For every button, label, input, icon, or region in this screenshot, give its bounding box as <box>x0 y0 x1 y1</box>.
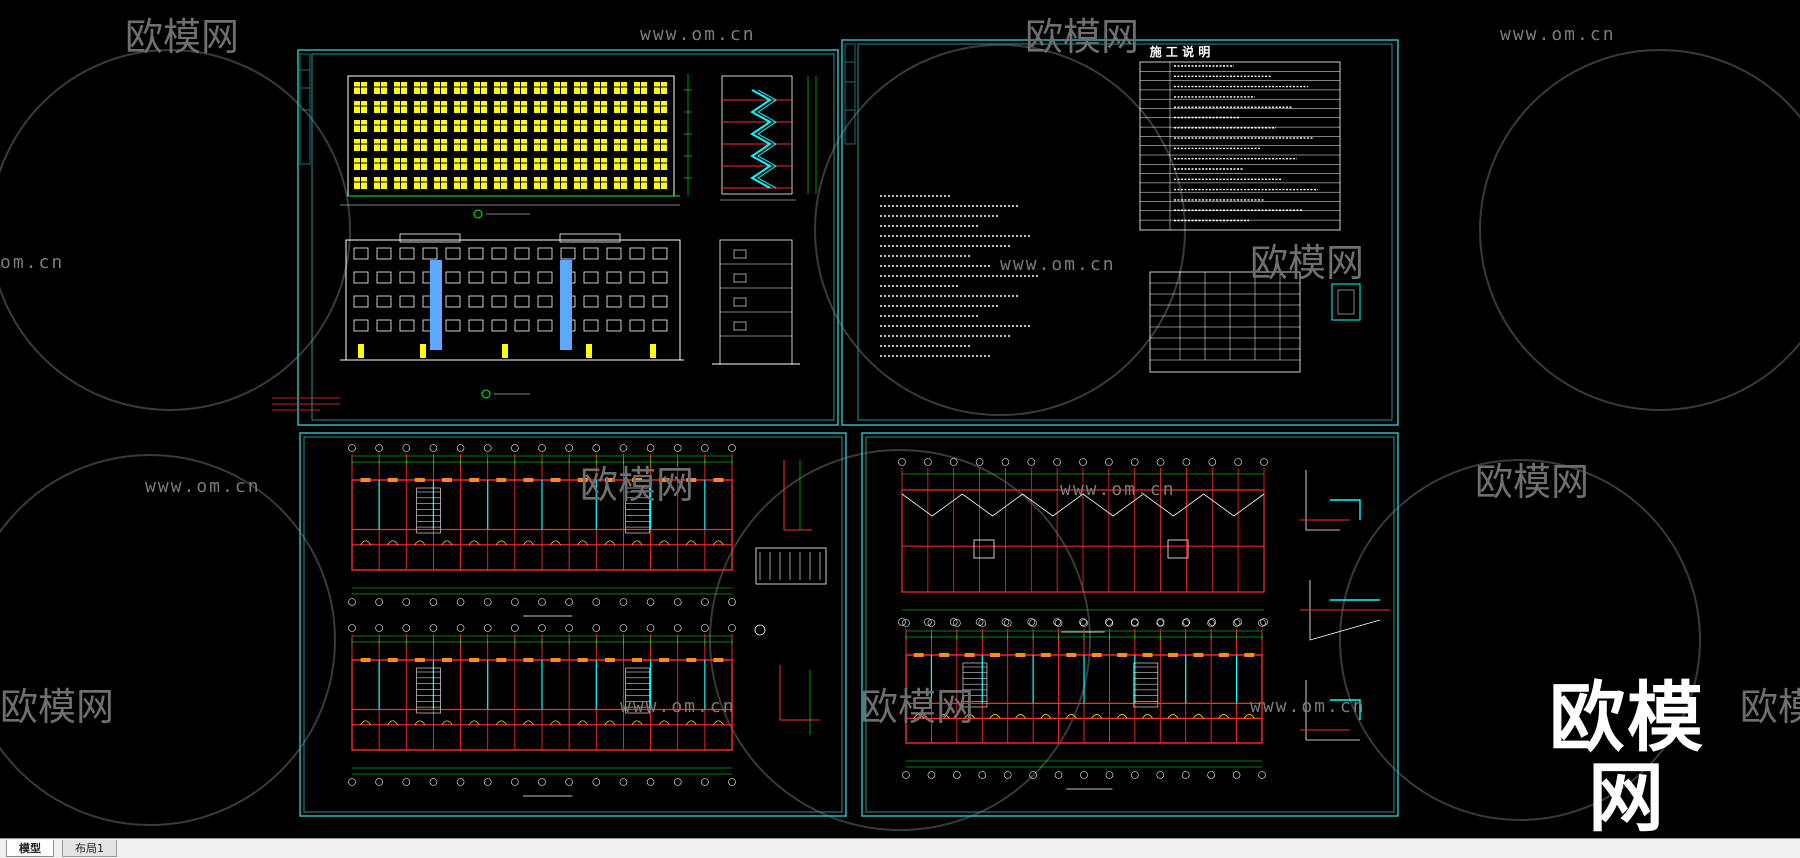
watermark-logo: 欧模网 <box>580 463 694 507</box>
watermark-logo: 欧模网 <box>125 15 239 59</box>
rear-elevation <box>272 233 684 411</box>
notes-sheet: 施 工 说 明 <box>880 44 1361 373</box>
watermark-logo: 欧模网 <box>1025 15 1139 59</box>
watermark-text: 欧模网 欧模网 欧模网 欧模网 欧模网 欧模网 欧模网 欧模网 www.om.c… <box>0 15 1800 729</box>
sheet-frame-floorplans <box>299 432 847 817</box>
watermark-site: www.om.cn <box>1000 254 1116 275</box>
floor-plan-3 <box>902 619 1266 790</box>
watermark-logo: 欧模网 <box>0 685 114 729</box>
watermark-site: www.om.cn <box>1500 24 1616 45</box>
side-elevation <box>712 239 800 365</box>
tab-layout1[interactable]: 布局1 <box>62 840 117 857</box>
brand-name: 欧模网 <box>1549 673 1705 842</box>
sheet-frame-elevations <box>297 49 839 426</box>
watermark-logo: 欧模网 <box>860 685 974 729</box>
watermark-logo: 欧模网 <box>1740 685 1800 729</box>
roof-details <box>1305 470 1381 741</box>
watermark-site: www.om.cn <box>145 476 261 497</box>
watermark-site: www.om.cn <box>1060 479 1176 500</box>
tab-model[interactable]: 模型 <box>6 840 54 857</box>
watermark-circles <box>0 44 1800 831</box>
layout-tab-bar: 模型 布局1 <box>0 838 1800 858</box>
floor-plans <box>348 444 827 797</box>
title-strips <box>299 43 856 165</box>
roof-plan <box>898 458 1268 633</box>
notes-sheet-title: 施 工 说 明 <box>1150 44 1211 59</box>
section-stair <box>720 75 817 201</box>
watermark-site-partial: om.cn <box>0 252 64 273</box>
floor-plan-1 <box>348 444 736 617</box>
drawing-svg: 施 工 说 明 <box>0 15 1800 831</box>
watermark-logo: 欧模网 <box>1475 460 1589 504</box>
sheet-frames <box>297 39 1399 817</box>
sheet-frame-roofplans <box>861 432 1399 817</box>
door-window-table <box>1149 271 1301 373</box>
brand-watermark: 欧模网 ID:1939797 <box>1512 673 1770 858</box>
watermark-site: www.om.cn <box>640 24 756 45</box>
watermark-site: www.om.cn <box>620 696 736 717</box>
sheet-frame-notes <box>841 39 1399 426</box>
watermark-logo: 欧模网 <box>1250 241 1364 285</box>
roof-plans <box>898 458 1390 790</box>
watermark-site: www.om.cn <box>1250 696 1366 717</box>
front-elevation <box>340 74 692 219</box>
floor-plan-2 <box>348 624 736 797</box>
